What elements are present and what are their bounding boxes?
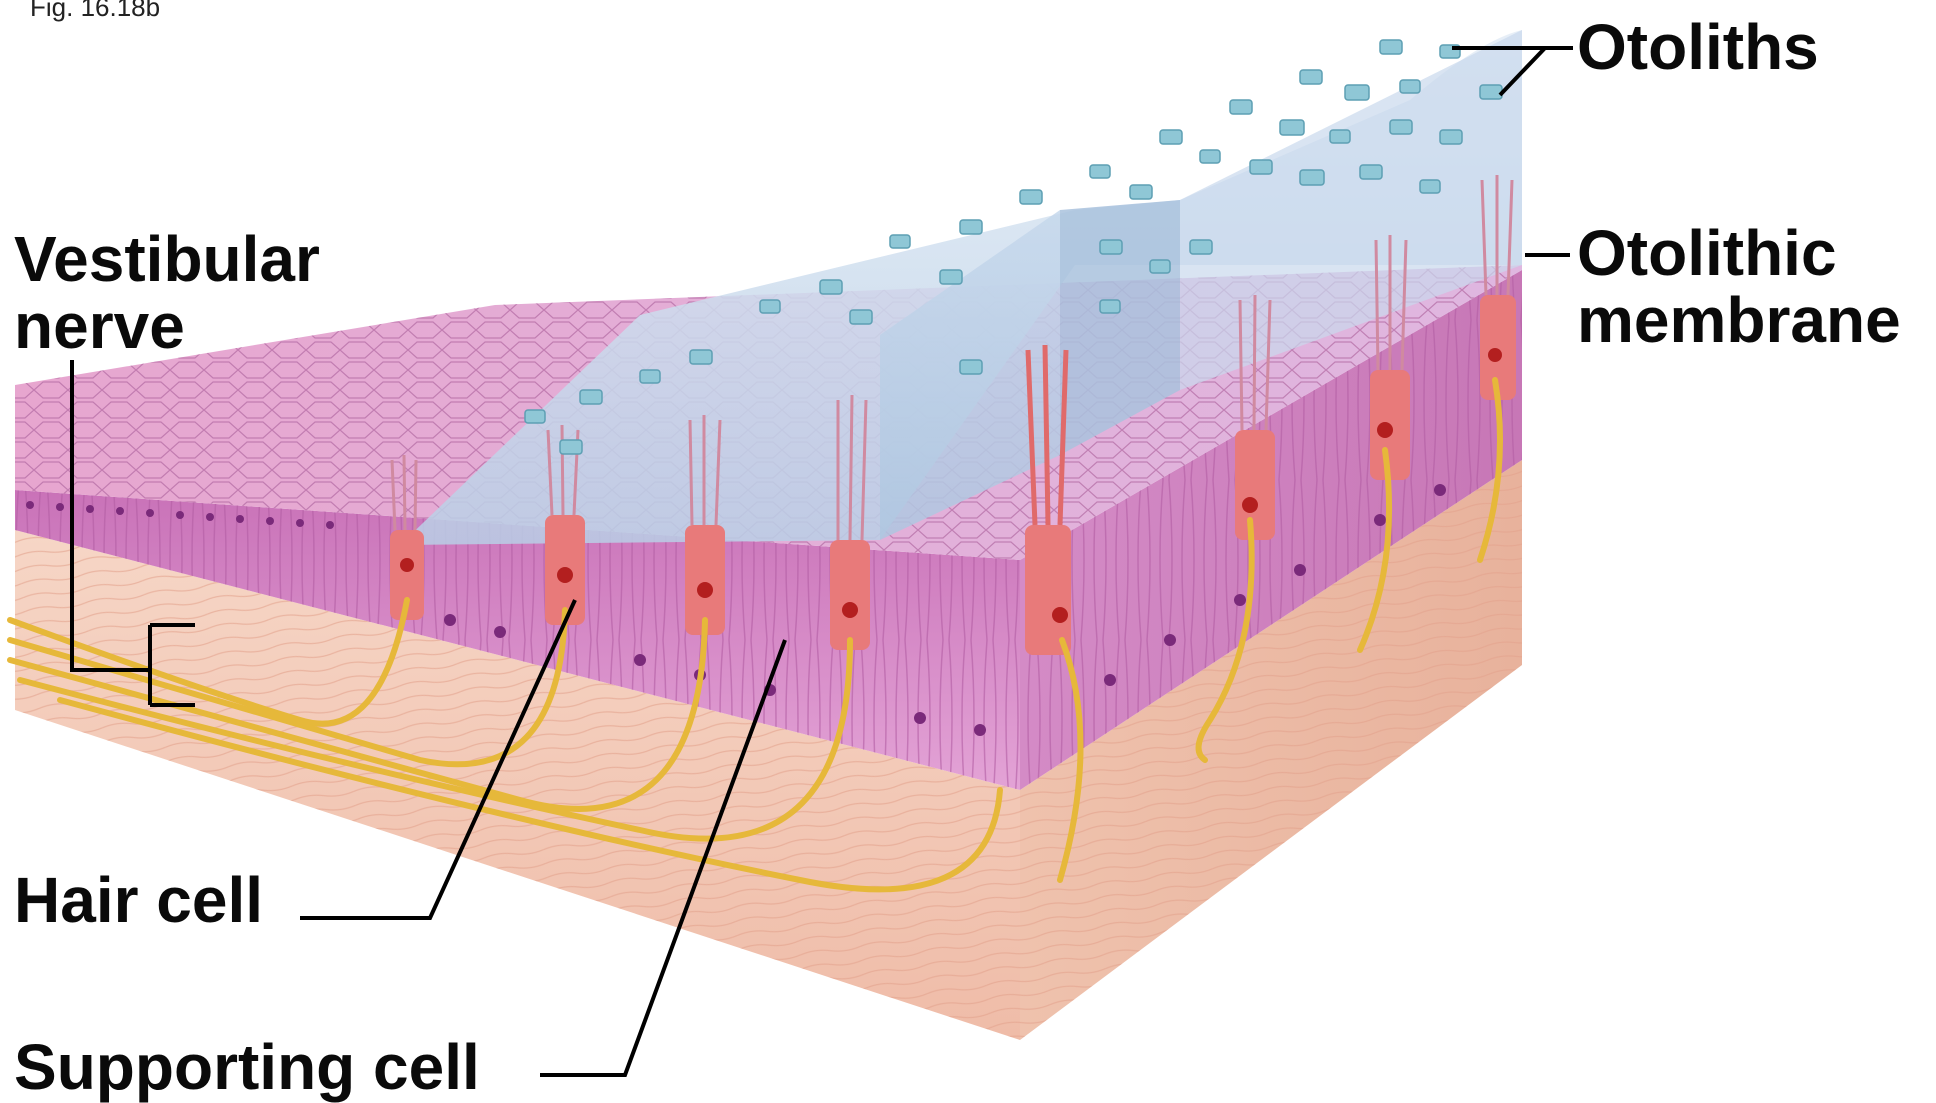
label-otolithic-line-1: Otolithic (1577, 220, 1901, 287)
label-vestibular-line-1: Vestibular (14, 226, 320, 293)
figure-number: Fig. 16.18b (30, 0, 160, 20)
label-hair-cell: Hair cell (14, 868, 263, 932)
label-vestibular-line-2: nerve (14, 293, 320, 360)
label-supporting-cell: Supporting cell (14, 1035, 480, 1099)
label-otoliths: Otoliths (1577, 15, 1819, 79)
label-vestibular-nerve: Vestibular nerve (14, 226, 320, 360)
label-otolithic-line-2: membrane (1577, 287, 1901, 354)
label-otolithic-membrane: Otolithic membrane (1577, 220, 1901, 354)
